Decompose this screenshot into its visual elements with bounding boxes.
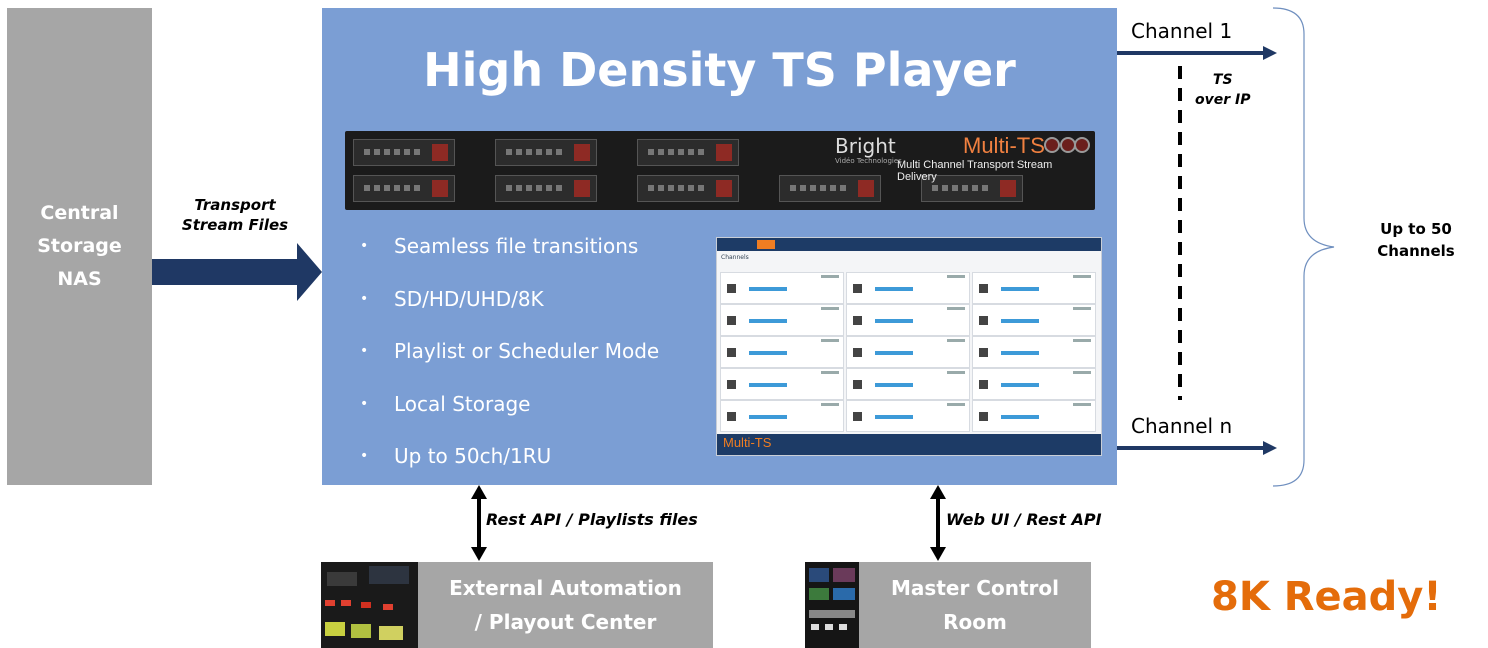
web-ui-rest-api-label: Web UI / Rest API [946, 510, 1102, 529]
drive-bay [495, 175, 597, 202]
thumbnail-logo: Multi-TS [723, 435, 772, 450]
drive-bay [637, 139, 739, 166]
thumbnail-channel-card [846, 400, 970, 432]
automation-photo [321, 562, 419, 648]
ts-over-ip-line-1: TS [1212, 72, 1233, 88]
drive-bay [353, 175, 455, 202]
rack-server-image: Bright Vidéo Technologies Multi-TS Multi… [345, 131, 1095, 210]
rack-model-name: Multi-TS [963, 133, 1045, 158]
feature-item: •Up to 50ch/1RU [360, 442, 659, 495]
capacity-label: Up to 50 Channels [1352, 218, 1480, 262]
thumbnail-channel-card [846, 304, 970, 336]
feature-text: Playlist or Scheduler Mode [394, 339, 660, 363]
rack-subtitle: Multi Channel Transport Stream Delivery [897, 159, 1053, 183]
master-control-room-box: Master Control Room [859, 562, 1091, 648]
transport-stream-files-label: Transport Stream Files [152, 195, 318, 235]
rest-api-playlists-label: Rest API / Playlists files [486, 510, 698, 529]
ts-over-ip-line-2: over IP [1195, 92, 1251, 108]
control-room-line-1: Master Control [891, 576, 1059, 600]
rack-control-knobs [1042, 135, 1090, 203]
drive-bay [353, 139, 455, 166]
channel-1-arrow [1117, 46, 1277, 60]
transfer-label-line-2: Stream Files [181, 216, 289, 234]
thumbnail-footer [717, 434, 1101, 455]
rack-brand-name: Bright [835, 134, 896, 158]
thumbnail-channel-card [720, 336, 844, 368]
ts-over-ip-label: TS over IP [1195, 70, 1251, 110]
capacity-line-1: Up to 50 [1380, 220, 1452, 238]
thumbnail-channel-card [972, 336, 1096, 368]
capacity-line-2: Channels [1377, 242, 1455, 260]
drive-bay [779, 175, 881, 202]
feature-item: •Seamless file transitions [360, 232, 659, 285]
thumbnail-channel-card [972, 368, 1096, 400]
thumbnail-channel-card [846, 368, 970, 400]
channel-range-dashes [1178, 66, 1182, 400]
storage-line-2: Storage [37, 235, 122, 257]
thumbnail-channel-card [972, 272, 1096, 304]
control-double-arrow [930, 485, 946, 561]
feature-item: •Playlist or Scheduler Mode [360, 337, 659, 390]
feature-text: Local Storage [394, 391, 531, 416]
storage-to-player-arrow [152, 243, 322, 301]
feature-text: Up to 50ch/1RU [394, 444, 552, 468]
automation-double-arrow [471, 485, 487, 561]
storage-line-1: Central [40, 202, 119, 224]
drive-bay [637, 175, 739, 202]
thumbnail-channel-card [720, 272, 844, 304]
thumbnail-active-tab [757, 240, 775, 249]
feature-item: •SD/HD/UHD/8K [360, 285, 659, 338]
thumbnail-channel-card [972, 304, 1096, 336]
storage-line-3: NAS [57, 268, 102, 290]
feature-list: •Seamless file transitions •SD/HD/UHD/8K… [360, 232, 659, 495]
rack-brand-logo: Bright Vidéo Technologies [835, 134, 902, 165]
8k-ready-tagline: 8K Ready! [1211, 574, 1442, 620]
drive-bay [921, 175, 1023, 202]
thumbnail-topbar [717, 238, 1101, 251]
channel-n-arrow [1117, 441, 1277, 455]
rack-brand-sub: Vidéo Technologies [835, 157, 902, 165]
web-ui-screenshot: Channels Multi-TS [716, 237, 1102, 456]
master-control-photo [805, 562, 861, 648]
thumbnail-channel-card [720, 304, 844, 336]
thumbnail-channel-card [846, 336, 970, 368]
player-title: High Density TS Player [423, 43, 1016, 97]
channel-n-label: Channel n [1131, 414, 1233, 438]
transfer-label-line-1: Transport [194, 196, 276, 214]
automation-line-1: External Automation [449, 576, 682, 600]
thumbnail-channel-grid [720, 272, 1098, 432]
central-storage-box: Central Storage NAS [7, 8, 152, 485]
feature-text: Seamless file transitions [394, 234, 639, 258]
channels-brace [1272, 7, 1335, 487]
thumbnail-channel-card [720, 368, 844, 400]
thumbnail-channel-card [972, 400, 1096, 432]
drive-bay [495, 139, 597, 166]
control-room-line-2: Room [943, 610, 1007, 634]
channel-1-label: Channel 1 [1131, 19, 1233, 43]
thumbnail-channel-card [720, 400, 844, 432]
feature-text: SD/HD/UHD/8K [394, 286, 544, 311]
feature-item: •Local Storage [360, 390, 659, 443]
thumbnail-section-title: Channels [721, 254, 749, 261]
thumbnail-channel-card [846, 272, 970, 304]
external-automation-box: External Automation / Playout Center [418, 562, 713, 648]
automation-line-2: / Playout Center [474, 610, 657, 634]
